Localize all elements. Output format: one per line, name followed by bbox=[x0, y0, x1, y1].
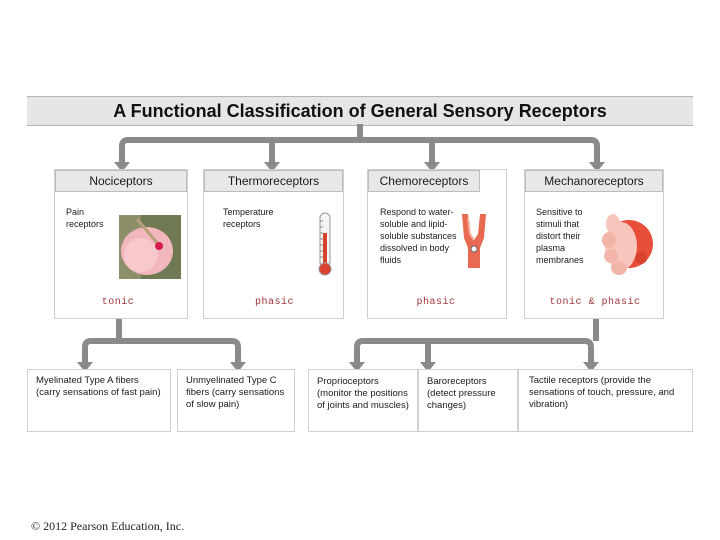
finger-pain-illustration bbox=[119, 215, 181, 279]
copyright-notice: © 2012 Pearson Education, Inc. bbox=[31, 519, 185, 533]
label-unmyelinated-type-c: Unmyelinated Type C fibers (carry sensat… bbox=[186, 375, 285, 410]
desc-thermoreceptors: Temperature receptors bbox=[223, 207, 274, 229]
panel-mechanoreceptors: Mechanoreceptors Sensitive to stimuli th… bbox=[524, 169, 664, 319]
label-myelinated-type-a: Myelinated Type A fibers (carry sensatio… bbox=[36, 375, 161, 398]
box-myelinated-type-a: Myelinated Type A fibers (carry sensatio… bbox=[27, 369, 171, 432]
label-baroreceptors: Baroreceptors (detect pressure changes) bbox=[427, 376, 496, 411]
tag-thermoreceptors: phasic bbox=[254, 297, 294, 308]
title-bar: A Functional Classification of General S… bbox=[27, 96, 693, 126]
label-proprioceptors: Proprioceptors (monitor the positions of… bbox=[317, 376, 409, 411]
header-mechanoreceptors: Mechanoreceptors bbox=[525, 170, 663, 192]
header-nociceptors: Nociceptors bbox=[55, 170, 187, 192]
thermometer-icon bbox=[318, 212, 332, 276]
tag-mechanoreceptors: tonic & phasic bbox=[549, 297, 641, 308]
desc-mechanoreceptors: Sensitive to stimuli that distort their … bbox=[536, 207, 584, 265]
desc-nociceptors: Pain receptors bbox=[66, 207, 104, 229]
label-tactile-receptors: Tactile receptors (provide the sensation… bbox=[529, 375, 675, 410]
carotid-body-illustration bbox=[462, 214, 486, 268]
tag-chemoreceptors: phasic bbox=[416, 297, 456, 308]
tag-nociceptors: tonic bbox=[101, 297, 135, 308]
box-tactile-receptors: Tactile receptors (provide the sensation… bbox=[518, 369, 693, 432]
desc-chemoreceptors: Respond to water-soluble and lipid-solub… bbox=[380, 207, 457, 265]
box-proprioceptors: Proprioceptors (monitor the positions of… bbox=[308, 369, 418, 432]
hand-squeezing-ball-illustration bbox=[602, 214, 653, 275]
header-chemoreceptors: Chemoreceptors bbox=[368, 170, 480, 192]
diagram-title: A Functional Classification of General S… bbox=[113, 101, 607, 121]
panel-chemoreceptors: Chemoreceptors Respond to water-soluble … bbox=[367, 169, 507, 319]
box-baroreceptors: Baroreceptors (detect pressure changes) bbox=[418, 369, 518, 432]
panel-thermoreceptors: Thermoreceptors Temperature receptors ph… bbox=[203, 169, 344, 319]
box-unmyelinated-type-c: Unmyelinated Type C fibers (carry sensat… bbox=[177, 369, 295, 432]
panel-nociceptors: Nociceptors Pain receptors tonic bbox=[54, 169, 188, 319]
header-thermoreceptors: Thermoreceptors bbox=[204, 170, 343, 192]
